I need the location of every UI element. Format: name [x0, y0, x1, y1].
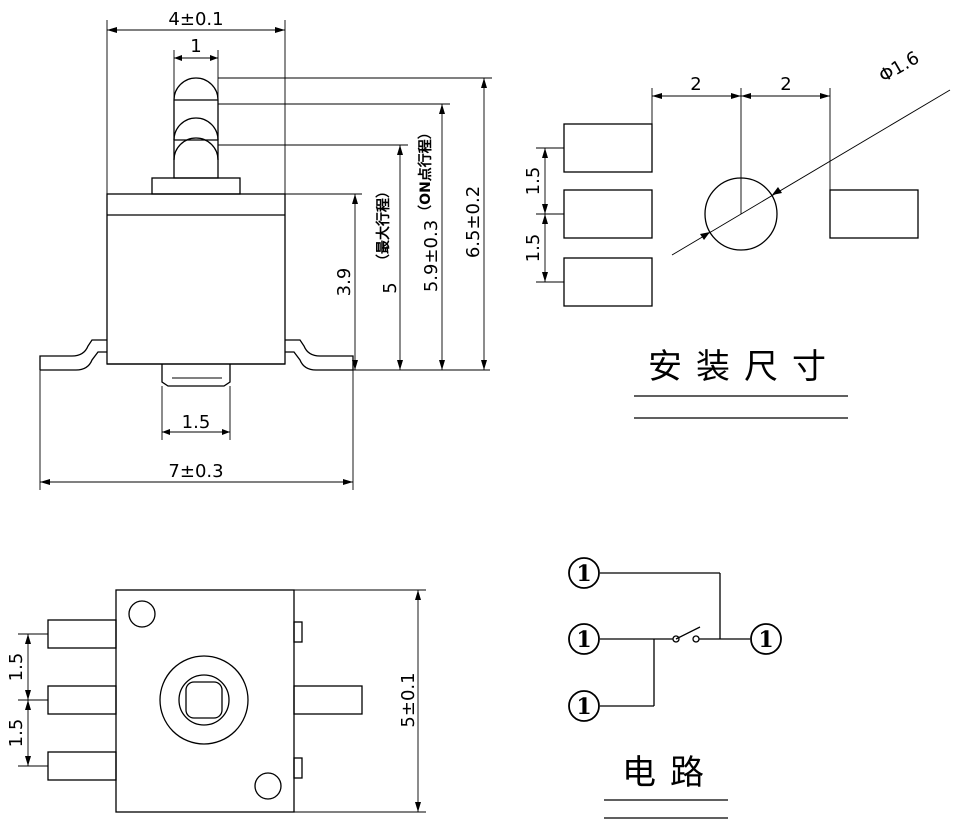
pin-marker-middle-left: 1 [568, 623, 600, 655]
dim-pad-pitch-top-label: 1.5 [523, 167, 544, 196]
locator-hole-top [128, 600, 156, 628]
dim-bottom-pitch-top-label: 1.5 [6, 653, 27, 682]
dim-spacing: 2 2 [651, 74, 831, 214]
dim-bottom-height: 5±0.1 [294, 589, 426, 813]
circuit-diagram: 1 1 1 1 电路 [568, 557, 782, 819]
dim-spacing-left-label: 2 [690, 74, 701, 95]
dim-on-point-note: （ON点行程） [417, 125, 434, 219]
dim-max-stroke-note: （最大行程） [375, 184, 392, 268]
bottom-tab-top [293, 621, 303, 643]
dim-on-point-label: 5.9±0.3 [421, 220, 442, 292]
dim-plunger-width: 1 [173, 36, 219, 100]
bottom-pin-bottom [47, 751, 117, 781]
dim-hole-diameter: Φ1.6 [671, 47, 951, 256]
actuator-stem [185, 681, 223, 719]
actuator-outer [159, 655, 249, 745]
actuator-ring [178, 674, 230, 726]
pin-label-top-left: 1 [576, 561, 591, 587]
bottom-pin-right [293, 685, 363, 715]
dim-bottom-height-label: 5±0.1 [398, 672, 419, 727]
pin-label-middle-left: 1 [576, 627, 591, 653]
bottom-boss [161, 364, 231, 387]
pad-left-top [563, 123, 653, 173]
pin-marker-top-left: 1 [568, 557, 600, 589]
switch-body [106, 193, 286, 365]
side-view: 4±0.1 1 1.5 7±0.3 [39, 9, 492, 490]
pin-marker-bottom-left: 1 [568, 690, 600, 722]
dim-on-point: 5.9±0.3 （ON点行程） [218, 103, 450, 370]
dim-total-height: 6.5±0.2 [218, 77, 492, 370]
mounting-title: 安装尺寸 [648, 347, 840, 387]
pin-marker-right: 1 [750, 623, 782, 655]
bottom-pin-top [47, 619, 117, 649]
pin-label-bottom-left: 1 [576, 694, 591, 720]
locator-hole-bottom [254, 772, 282, 800]
mounting-footprint: 2 2 Φ1.6 1.5 1.5 安装尺寸 [523, 47, 951, 419]
right-terminal [285, 339, 354, 371]
dim-bottom-width-label: 1.5 [182, 412, 211, 433]
dim-total-height-label: 6.5±0.2 [463, 186, 484, 258]
dim-overall-width-label: 7±0.3 [168, 461, 223, 482]
bottom-tab-bottom [293, 757, 303, 779]
circuit-title: 电路 [622, 753, 718, 793]
dim-body-height: 3.9 [285, 193, 362, 370]
dim-hole-diameter-label: Φ1.6 [875, 47, 923, 87]
pad-left-bottom [563, 257, 653, 307]
dim-bottom-width: 1.5 [161, 386, 231, 440]
plunger [173, 77, 219, 179]
bottom-view: 5±0.1 1.5 1.5 [6, 589, 426, 813]
pad-left-middle [563, 189, 653, 239]
dim-bottom-pitch: 1.5 1.5 [6, 633, 48, 767]
left-terminal [39, 339, 107, 371]
dim-pad-pitch: 1.5 1.5 [523, 147, 564, 283]
bottom-body [115, 589, 295, 813]
switch-contact [672, 626, 701, 643]
dim-bottom-pitch-bottom-label: 1.5 [6, 719, 27, 748]
dim-plunger-width-label: 1 [190, 36, 201, 57]
pad-right [829, 189, 919, 239]
dim-width-top: 4±0.1 [106, 9, 286, 194]
dim-max-stroke-label: 5 [380, 282, 401, 293]
dim-body-height-label: 3.9 [334, 268, 355, 297]
bottom-pin-middle [47, 685, 117, 715]
pin-label-right: 1 [758, 627, 773, 653]
plunger-collar [151, 177, 241, 195]
dim-width-top-label: 4±0.1 [168, 9, 223, 30]
dim-overall-width: 7±0.3 [39, 370, 354, 490]
dim-spacing-right-label: 2 [780, 74, 791, 95]
dim-max-stroke: 5 （最大行程） [218, 144, 408, 370]
dim-pad-pitch-bottom-label: 1.5 [523, 234, 544, 263]
